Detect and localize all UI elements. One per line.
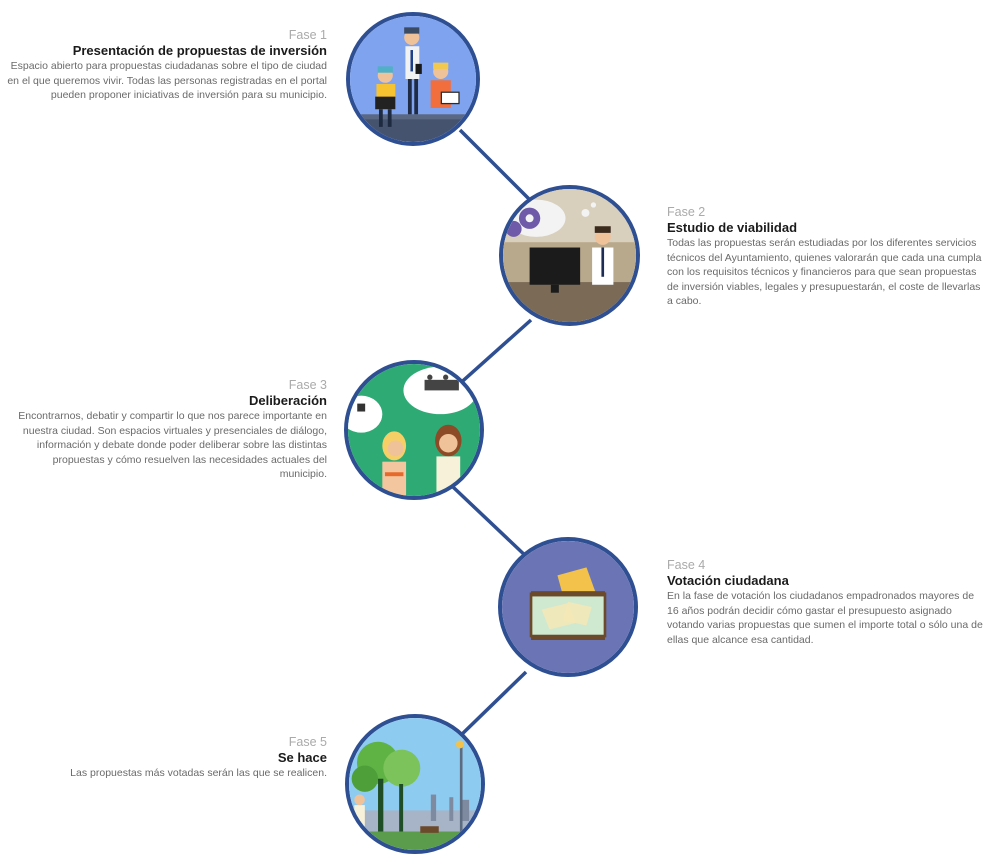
connector-4-5 bbox=[456, 670, 528, 740]
phase-5-text: Fase 5 Se hace Las propuestas más votada… bbox=[4, 735, 327, 781]
phase-4-description: En la fase de votación los ciudadanos em… bbox=[667, 590, 983, 646]
phase-3-text: Fase 3 Deliberación Encontrarnos, debati… bbox=[4, 378, 327, 482]
phase-2-text: Fase 2 Estudio de viabilidad Todas las p… bbox=[667, 205, 985, 309]
phase-1-illustration bbox=[346, 12, 480, 146]
connector-2-3 bbox=[454, 318, 533, 389]
phase-1-description: Espacio abierto para propuestas ciudadan… bbox=[7, 60, 327, 101]
phase-3-title: Deliberación bbox=[248, 393, 327, 408]
phase-3-label: Fase 3 bbox=[288, 378, 327, 392]
phase-2-label: Fase 2 bbox=[667, 205, 706, 219]
phase-4-title: Votación ciudadana bbox=[667, 573, 789, 588]
phase-2-illustration bbox=[499, 185, 640, 326]
phase-4-text: Fase 4 Votación ciudadana En la fase de … bbox=[667, 558, 985, 647]
phase-5-description: Las propuestas más votadas serán las que… bbox=[70, 767, 327, 779]
phase-4-label: Fase 4 bbox=[667, 558, 706, 572]
phase-4-illustration bbox=[498, 537, 638, 677]
phase-3-illustration bbox=[344, 360, 484, 500]
phase-5-illustration bbox=[345, 714, 485, 854]
phase-2-description: Todas las propuestas serán estudiadas po… bbox=[667, 237, 982, 307]
connector-1-2 bbox=[458, 128, 540, 210]
connector-3-4 bbox=[451, 485, 532, 562]
phase-5-label: Fase 5 bbox=[288, 735, 327, 749]
phase-5-title: Se hace bbox=[277, 750, 327, 765]
phase-1-text: Fase 1 Presentación de propuestas de inv… bbox=[4, 28, 327, 103]
phase-1-label: Fase 1 bbox=[288, 28, 327, 42]
phase-3-description: Encontrarnos, debatir y compartir lo que… bbox=[18, 410, 327, 480]
phase-1-title: Presentación de propuestas de inversión bbox=[72, 43, 327, 58]
phase-2-title: Estudio de viabilidad bbox=[667, 220, 798, 235]
